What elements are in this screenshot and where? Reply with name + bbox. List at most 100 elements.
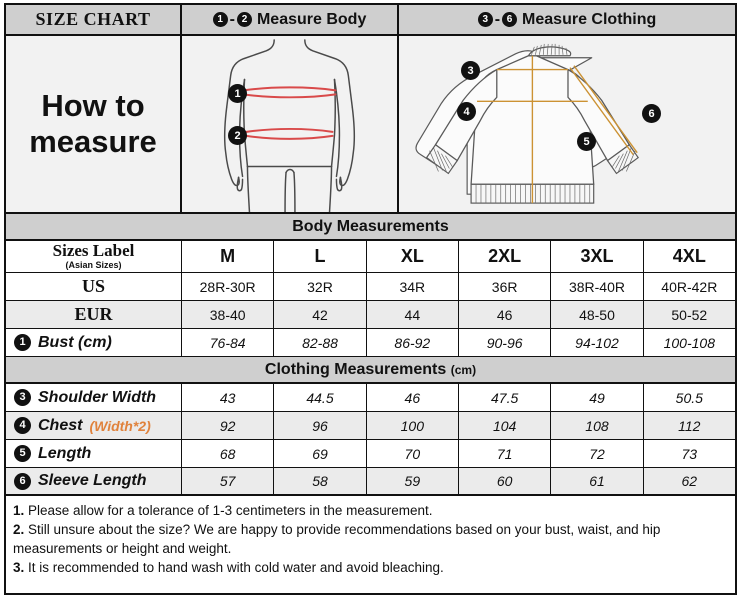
cell-eur-3xl: 48-50 [551, 301, 644, 328]
clothing-measurements-band: Clothing Measurements (cm) [6, 357, 735, 384]
cell-chest-2xl: 104 [459, 412, 552, 439]
row-label-text: Shoulder Width [38, 388, 157, 406]
row-label-text: Bust (cm) [38, 333, 112, 351]
row-label-text: Sleeve Length [38, 472, 147, 489]
cell-eur-l: 42 [274, 301, 367, 328]
cell-length-l: 69 [274, 440, 367, 467]
row-label-us: US [6, 273, 182, 300]
diagram-row: How to measure [6, 36, 735, 214]
row-label-length: 5 Length [6, 440, 182, 467]
cell-chest-m: 92 [182, 412, 275, 439]
table-row-eur: EUR 38-40 42 44 46 48-50 50-52 [6, 301, 735, 329]
badge-1-icon: 1 [14, 334, 31, 351]
note-2: 2. Still unsure about the size? We are h… [13, 520, 728, 558]
row-label-text: EUR [74, 304, 113, 324]
row-label-text: Length [38, 444, 92, 462]
size-header-3xl: 3XL [551, 241, 644, 272]
badge-3-icon: 3 [477, 12, 493, 27]
note-2-text: Still unsure about the size? We are happ… [13, 522, 661, 557]
sweater-illustration [415, 43, 640, 204]
how-to-measure-panel: How to measure [6, 36, 182, 212]
header-separator: - [229, 10, 235, 28]
cell-eur-4xl: 50-52 [671, 306, 708, 323]
badge-1-icon: 1 [212, 12, 228, 27]
badge-6-icon: 6 [14, 472, 31, 490]
sizes-label-cell: Sizes Label (Asian Sizes) [6, 241, 182, 272]
cell-us-4xl: 40R-42R [661, 278, 718, 295]
chest-width-note: (Width*2) [89, 417, 151, 434]
badge-4-icon: 4 [14, 417, 31, 434]
table-row-us: US 28R-30R 32R 34R 36R 38R-40R 40R-42R [6, 273, 735, 301]
body-marker-1: 1 [228, 84, 247, 103]
cell-us-3xl: 38R-40R [551, 273, 644, 300]
sizes-label-main: Sizes Label [52, 241, 135, 261]
note-1: 1. Please allow for a tolerance of 1-3 c… [13, 501, 728, 520]
table-row-shoulder-width: 3 Shoulder Width 43 44.5 46 47.5 49 50.5 [6, 384, 735, 412]
badge-2-icon: 2 [236, 12, 252, 27]
size-chart-title: SIZE CHART [6, 5, 182, 34]
table-row-sleeve-length: 6 Sleeve Length 57 58 59 60 61 62 [6, 468, 735, 496]
cell-chest-4xl: 112 [678, 417, 701, 434]
row-label-sleeve-length: 6 Sleeve Length [6, 468, 182, 494]
cell-us-xl: 34R [367, 273, 459, 300]
note-3: 3. It is recommended to hand wash with c… [13, 558, 728, 577]
cell-chest-xl: 100 [367, 412, 459, 439]
cell-sleeve-m: 57 [182, 468, 275, 494]
cell-sleeve-xl: 59 [367, 468, 459, 494]
cell-eur-xl: 44 [367, 301, 459, 328]
body-figure-illustration [223, 39, 356, 212]
clothing-marker-6: 6 [642, 104, 661, 123]
clothing-marker-3: 3 [461, 61, 480, 80]
cell-length-4xl: 73 [681, 445, 698, 462]
row-label-bust: 1 Bust (cm) [6, 329, 182, 356]
measure-clothing-header: 3 - 6 Measure Clothing [399, 5, 735, 34]
clothing-band-title: Clothing Measurements [264, 361, 447, 378]
cell-shoulder-2xl: 47.5 [459, 384, 552, 411]
cell-length-m: 68 [182, 440, 275, 467]
cell-sleeve-3xl: 61 [551, 468, 644, 494]
row-label-text: US [81, 276, 105, 296]
notes-section: 1. Please allow for a tolerance of 1-3 c… [6, 496, 735, 593]
table-row-size-headers: Sizes Label (Asian Sizes) M L XL 2XL 3XL… [6, 241, 735, 273]
clothing-marker-4: 4 [457, 102, 476, 121]
cell-bust-3xl: 94-102 [551, 329, 644, 356]
cell-shoulder-4xl: 50.5 [675, 389, 703, 406]
cell-shoulder-xl: 46 [367, 384, 459, 411]
note-1-number: 1. [13, 503, 25, 518]
note-1-text: Please allow for a tolerance of 1-3 cent… [24, 503, 433, 518]
note-3-number: 3. [13, 560, 25, 576]
row-label-shoulder-width: 3 Shoulder Width [6, 384, 182, 411]
chart-header-bar: SIZE CHART 1 - 2 Measure Body 3 - 6 Meas… [6, 5, 735, 36]
size-header-m: M [182, 241, 275, 272]
size-header-2xl: 2XL [459, 241, 552, 272]
table-row-chest: 4 Chest (Width*2) 92 96 100 104 108 112 [6, 412, 735, 440]
sizes-label-sub: (Asian Sizes) [65, 260, 122, 271]
how-to-line-2: measure [29, 124, 157, 159]
cell-us-m: 28R-30R [182, 273, 275, 300]
body-diagram-panel: 1 2 [182, 36, 399, 212]
body-marker-2: 2 [228, 126, 247, 145]
cell-shoulder-m: 43 [182, 384, 275, 411]
badge-3-icon: 3 [14, 389, 31, 406]
row-label-eur: EUR [6, 301, 182, 328]
cell-length-3xl: 72 [551, 440, 644, 467]
clothing-diagram-panel: 3 4 5 6 [399, 36, 735, 212]
cell-us-2xl: 36R [459, 273, 552, 300]
body-measurements-band: Body Measurements [6, 214, 735, 241]
cell-sleeve-4xl: 62 [681, 473, 698, 489]
cell-eur-m: 38-40 [182, 301, 275, 328]
table-row-length: 5 Length 68 69 70 71 72 73 [6, 440, 735, 468]
how-to-measure-heading: How to measure [29, 88, 157, 159]
cell-bust-m: 76-84 [182, 329, 275, 356]
cell-sleeve-2xl: 60 [459, 468, 552, 494]
cell-sleeve-l: 58 [274, 468, 367, 494]
how-to-line-1: How to [41, 88, 145, 124]
cell-shoulder-l: 44.5 [274, 384, 367, 411]
row-label-text: Chest [38, 416, 83, 434]
badge-5-icon: 5 [14, 445, 31, 462]
cell-us-l: 32R [274, 273, 367, 300]
row-label-chest: 4 Chest (Width*2) [6, 412, 182, 439]
size-header-l: L [274, 241, 367, 272]
measure-body-header: 1 - 2 Measure Body [182, 5, 399, 34]
cell-chest-l: 96 [274, 412, 367, 439]
